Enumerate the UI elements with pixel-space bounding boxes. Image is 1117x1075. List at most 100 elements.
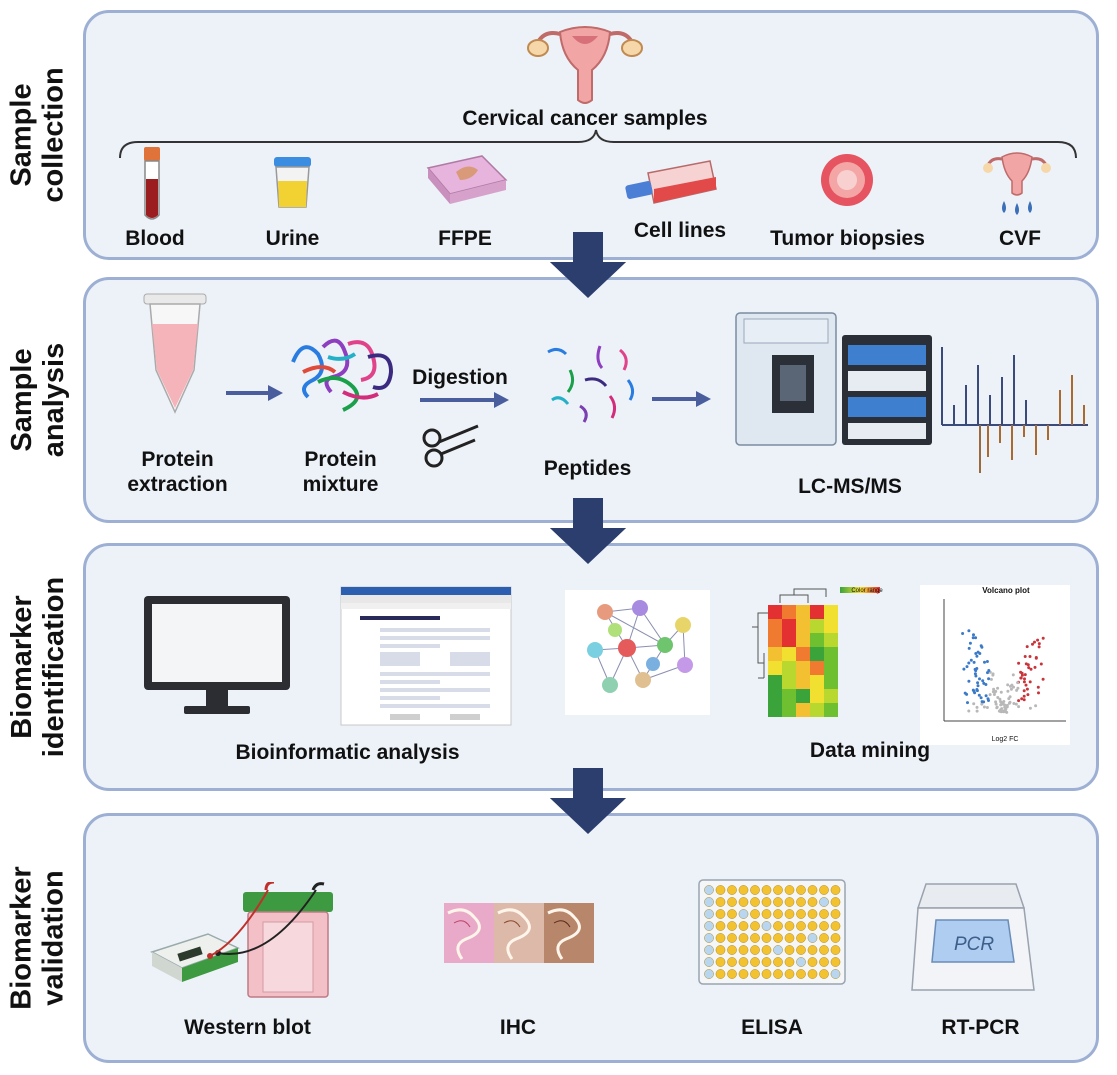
volcano-point	[968, 641, 972, 645]
volcano-point	[1025, 645, 1029, 649]
volcano-point	[1023, 677, 1026, 681]
heatmap-cell	[796, 689, 810, 703]
volcano-point	[992, 687, 996, 691]
item-data-mining: Data mining	[809, 739, 931, 762]
volcano-point	[972, 633, 975, 637]
elisa-well	[715, 933, 726, 943]
elisa-well	[784, 921, 795, 931]
elisa-well	[784, 969, 795, 979]
elisa-well	[819, 909, 829, 919]
elisa-well	[819, 969, 829, 979]
elisa-well	[715, 921, 726, 931]
tumor-biopsy-icon	[821, 154, 873, 206]
urine-cup-icon	[274, 157, 311, 208]
volcano-point	[1034, 704, 1038, 708]
elisa-well	[773, 909, 783, 919]
elisa-well	[727, 957, 737, 967]
item-blood: Blood	[125, 227, 185, 250]
elisa-well	[819, 957, 829, 967]
heatmap-cell	[782, 633, 796, 647]
elisa-well	[773, 969, 783, 979]
volcano-point	[1041, 677, 1045, 681]
item-bioinformatic-analysis: Bioinformatic analysis	[235, 741, 460, 764]
volcano-point	[1024, 683, 1028, 687]
volcano-point	[1006, 683, 1010, 687]
monitor-icon	[144, 596, 290, 714]
digestion-label: Digestion	[412, 366, 508, 389]
elisa-well	[750, 945, 760, 955]
volcano-point	[1033, 665, 1037, 669]
heatmap-cell	[810, 647, 824, 661]
elisa-well	[784, 945, 795, 955]
volcano-point	[982, 705, 986, 709]
volcano-point	[975, 705, 979, 709]
elisa-well	[784, 897, 795, 907]
stage-1-title-line1: Sample	[6, 83, 39, 187]
heatmap-cell	[768, 689, 782, 703]
volcano-point	[974, 652, 978, 655]
item-peptides: Peptides	[543, 457, 632, 480]
volcano-point	[967, 629, 971, 633]
elisa-well	[715, 969, 726, 979]
cvf-uterus-icon	[983, 152, 1051, 215]
volcano-point	[988, 693, 992, 697]
heatmap-icon	[752, 587, 880, 717]
volcano-point	[961, 632, 965, 635]
elisa-well	[704, 969, 714, 979]
volcano-point	[1031, 642, 1034, 646]
protein-network-icon	[565, 590, 710, 715]
elisa-well	[773, 885, 783, 895]
elisa-well	[796, 921, 806, 931]
elisa-well	[830, 897, 841, 907]
volcano-point	[1041, 636, 1045, 640]
heatmap-cell	[796, 619, 810, 633]
elisa-well	[715, 957, 726, 967]
elisa-well	[819, 945, 829, 955]
volcano-point	[974, 674, 978, 678]
volcano-point	[1028, 680, 1032, 684]
volcano-point	[1009, 684, 1012, 688]
heatmap-cell	[782, 689, 796, 703]
elisa-well	[830, 957, 841, 967]
elisa-well	[738, 897, 749, 907]
elisa-well	[796, 969, 806, 979]
volcano-point	[1020, 697, 1024, 701]
elisa-well	[830, 969, 841, 979]
volcano-point	[1022, 694, 1026, 698]
volcano-point	[994, 700, 998, 704]
heatmap-cell	[796, 647, 810, 661]
volcano-point	[1022, 680, 1026, 684]
volcano-point	[1039, 662, 1043, 666]
elisa-well	[807, 921, 818, 931]
elisa-well	[819, 897, 829, 907]
stage-3-title-line1: Biomarker	[6, 595, 39, 739]
elisa-well	[715, 945, 726, 955]
volcano-point	[1019, 676, 1023, 680]
elisa-well	[807, 945, 818, 955]
elisa-well	[750, 957, 760, 967]
volcano-point	[1017, 699, 1021, 703]
elisa-well	[727, 897, 737, 907]
heatmap-cell	[796, 703, 810, 717]
volcano-point	[967, 709, 971, 713]
stage-4-title-line2: validation	[38, 870, 70, 1006]
elisa-well	[830, 945, 841, 955]
heatmap-legend-label: Color range	[851, 588, 883, 594]
elisa-well	[727, 909, 737, 919]
volcano-point	[1023, 673, 1027, 677]
volcano-point	[963, 691, 967, 695]
elisa-well	[704, 957, 714, 967]
volcano-point	[1012, 702, 1016, 705]
volcano-point	[999, 690, 1003, 694]
volcano-point	[1008, 695, 1012, 699]
elisa-well	[715, 885, 726, 895]
elisa-well	[796, 933, 806, 943]
elisa-well	[819, 921, 829, 931]
heatmap-cell	[824, 605, 838, 619]
volcano-point	[1037, 691, 1040, 695]
volcano-point	[1028, 706, 1032, 710]
elisa-well	[819, 885, 829, 895]
heatmap-cell	[810, 633, 824, 647]
volcano-point	[999, 700, 1003, 704]
